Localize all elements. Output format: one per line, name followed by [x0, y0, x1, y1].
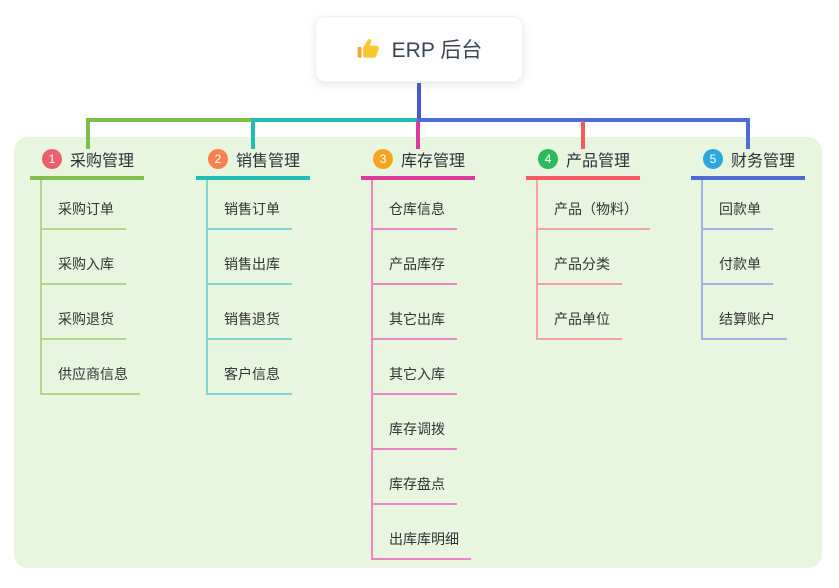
branch-purchase: 1 采购管理 采购订单 采购入库 采购退货 供应商信息 — [30, 148, 145, 395]
node-item[interactable]: 其它出库 — [373, 285, 471, 340]
node-label: 库存盘点 — [373, 474, 457, 505]
node-item[interactable]: 供应商信息 — [42, 340, 140, 395]
node-item[interactable]: 付款单 — [703, 230, 787, 285]
branch-label: 财务管理 — [731, 153, 796, 170]
branch-header-inventory[interactable]: 3 库存管理 — [361, 148, 476, 180]
node-label: 销售订单 — [208, 199, 292, 230]
node-item[interactable]: 其它入库 — [373, 340, 471, 395]
node-label: 仓库信息 — [373, 199, 457, 230]
branch-label: 销售管理 — [236, 153, 301, 170]
connector-drop-inventory — [416, 121, 420, 149]
node-label: 其它入库 — [373, 364, 457, 395]
node-label: 客户信息 — [208, 364, 292, 395]
branch-children: 销售订单 销售出库 销售退货 客户信息 — [206, 180, 292, 395]
node-label: 销售退货 — [208, 309, 292, 340]
connector-drop-product — [581, 121, 585, 149]
node-item[interactable]: 出库库明细 — [373, 505, 471, 560]
branch-number-badge: 3 — [373, 149, 393, 169]
branch-number-badge: 5 — [703, 149, 723, 169]
node-item[interactable]: 仓库信息 — [373, 180, 471, 230]
node-item[interactable]: 销售退货 — [208, 285, 292, 340]
node-item[interactable]: 客户信息 — [208, 340, 292, 395]
branch-header-sales[interactable]: 2 销售管理 — [196, 148, 311, 180]
connector-trunk-finance — [417, 118, 750, 122]
node-label: 采购订单 — [42, 199, 126, 230]
node-item[interactable]: 产品库存 — [373, 230, 471, 285]
node-label: 出库库明细 — [373, 529, 471, 560]
branch-product: 4 产品管理 产品（物料） 产品分类 产品单位 — [526, 148, 650, 340]
node-label: 其它出库 — [373, 309, 457, 340]
branch-inventory: 3 库存管理 仓库信息 产品库存 其它出库 其它入库 库存调拨 库存盘点 出库库… — [361, 148, 476, 560]
node-label: 供应商信息 — [42, 364, 140, 395]
node-label: 库存调拨 — [373, 419, 457, 450]
node-item[interactable]: 回款单 — [703, 180, 787, 230]
node-item[interactable]: 产品（物料） — [538, 180, 650, 230]
node-item[interactable]: 采购订单 — [42, 180, 140, 230]
branch-children: 产品（物料） 产品分类 产品单位 — [536, 180, 650, 340]
node-item[interactable]: 结算账户 — [703, 285, 787, 340]
branch-header-purchase[interactable]: 1 采购管理 — [30, 148, 145, 180]
branch-label: 库存管理 — [401, 153, 466, 170]
node-label: 结算账户 — [703, 309, 787, 340]
node-label: 产品库存 — [373, 254, 457, 285]
node-item[interactable]: 产品分类 — [538, 230, 650, 285]
branch-children: 采购订单 采购入库 采购退货 供应商信息 — [40, 180, 140, 395]
branch-children: 回款单 付款单 结算账户 — [701, 180, 787, 340]
branch-number-badge: 4 — [538, 149, 558, 169]
node-label: 采购入库 — [42, 254, 126, 285]
node-item[interactable]: 销售出库 — [208, 230, 292, 285]
node-label: 回款单 — [703, 199, 773, 230]
node-label: 采购退货 — [42, 309, 126, 340]
branch-label: 采购管理 — [70, 153, 135, 170]
branch-finance: 5 财务管理 回款单 付款单 结算账户 — [691, 148, 806, 340]
node-item[interactable]: 产品单位 — [538, 285, 650, 340]
node-label: 产品分类 — [538, 254, 622, 285]
node-label: 销售出库 — [208, 254, 292, 285]
branch-sales: 2 销售管理 销售订单 销售出库 销售退货 客户信息 — [196, 148, 311, 395]
node-item[interactable]: 采购入库 — [42, 230, 140, 285]
node-label: 产品单位 — [538, 309, 622, 340]
root-title: ERP 后台 — [391, 39, 483, 62]
node-label: 产品（物料） — [538, 199, 650, 230]
thumbs-up-icon — [356, 36, 382, 62]
connector-root-drop — [417, 83, 421, 122]
connector-drop-purchase — [86, 118, 90, 149]
root-node[interactable]: ERP 后台 — [315, 16, 523, 82]
branch-header-product[interactable]: 4 产品管理 — [526, 148, 641, 180]
branch-label: 产品管理 — [566, 153, 631, 170]
branch-number-badge: 1 — [42, 149, 62, 169]
branch-number-badge: 2 — [208, 149, 228, 169]
node-item[interactable]: 采购退货 — [42, 285, 140, 340]
mindmap-board — [14, 137, 822, 568]
connector-drop-sales — [251, 118, 255, 149]
node-item[interactable]: 库存盘点 — [373, 450, 471, 505]
branch-header-finance[interactable]: 5 财务管理 — [691, 148, 806, 180]
connector-trunk-sales — [252, 118, 418, 122]
node-item[interactable]: 销售订单 — [208, 180, 292, 230]
node-label: 付款单 — [703, 254, 773, 285]
node-item[interactable]: 库存调拨 — [373, 395, 471, 450]
branch-children: 仓库信息 产品库存 其它出库 其它入库 库存调拨 库存盘点 出库库明细 — [371, 180, 471, 560]
connector-drop-finance — [746, 118, 750, 149]
connector-trunk-purchase — [86, 118, 254, 122]
